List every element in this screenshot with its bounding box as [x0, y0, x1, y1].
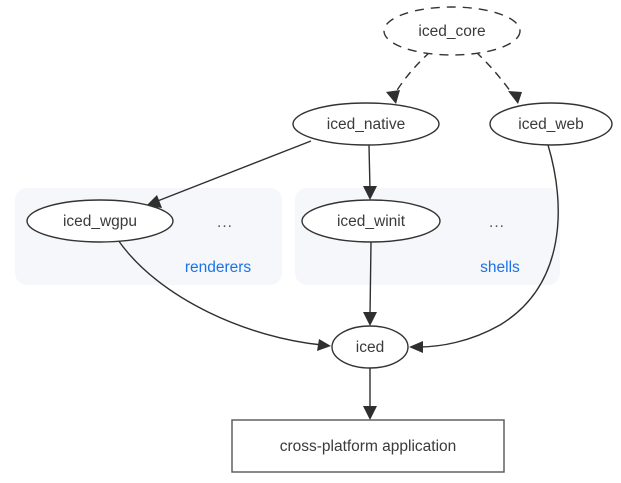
cluster-renderers-ellipsis: ...	[217, 214, 233, 231]
node-iced-native[interactable]: iced_native	[292, 102, 440, 146]
node-iced-web[interactable]: iced_web	[489, 102, 613, 146]
edge-iced-native-to-iced-wgpu-line	[154, 140, 312, 203]
edge-iced-core-to-iced-native-line	[393, 51, 431, 96]
edge-iced-web-to-iced-line	[417, 144, 559, 348]
node-iced-winit-shape[interactable]	[301, 199, 441, 243]
edge-iced-native-to-iced-winit-line	[368, 144, 371, 191]
node-iced-winit-label: iced_winit	[337, 213, 406, 230]
edge-iced-core-to-iced-web-arrowhead	[508, 91, 522, 104]
edge-iced-web-to-iced	[409, 144, 559, 353]
node-iced-shape[interactable]	[331, 325, 409, 369]
edge-iced-core-to-iced-native	[386, 51, 431, 104]
node-iced-native-label: iced_native	[327, 116, 405, 133]
edge-iced-wgpu-to-iced-arrowhead	[317, 339, 331, 351]
node-iced-winit[interactable]: iced_winit	[301, 199, 441, 243]
node-iced-web-shape[interactable]	[489, 102, 613, 146]
edge-iced-native-to-iced-winit-arrowhead	[363, 186, 377, 200]
node-iced-core-shape[interactable]	[383, 6, 521, 56]
edge-iced-core-to-iced-web	[475, 51, 522, 104]
node-iced-web-label: iced_web	[518, 116, 584, 133]
cluster-shells-label: shells	[480, 259, 520, 276]
edge-iced-core-to-iced-web-line	[475, 51, 514, 96]
edge-iced-wgpu-to-iced-line	[117, 239, 323, 346]
edge-iced-core-to-iced-native-arrowhead	[386, 90, 400, 104]
node-iced-wgpu-shape[interactable]	[26, 199, 174, 243]
node-cross-platform-application[interactable]: cross-platform application	[231, 419, 505, 473]
cluster-shells-ellipsis: ...	[489, 214, 505, 231]
edge-iced-native-to-iced-wgpu	[146, 140, 312, 208]
node-iced-native-shape[interactable]	[292, 102, 440, 146]
edge-iced-native-to-iced-winit	[363, 144, 377, 200]
edge-iced-native-to-iced-wgpu-arrowhead	[146, 195, 162, 208]
node-cross-platform-application-label: cross-platform application	[280, 438, 457, 455]
edge-iced-winit-to-iced	[363, 241, 377, 326]
node-iced-core[interactable]: iced_core	[383, 6, 521, 56]
edge-iced-to-app-arrowhead	[363, 406, 377, 420]
edge-iced-to-app	[363, 368, 377, 420]
edge-iced-winit-to-iced-arrowhead	[363, 312, 377, 326]
node-cross-platform-application-shape[interactable]	[231, 419, 505, 473]
edge-iced-winit-to-iced-line	[369, 241, 372, 317]
node-iced-wgpu[interactable]: iced_wgpu	[26, 199, 174, 243]
edge-iced-web-to-iced-arrowhead	[409, 341, 423, 353]
node-iced-wgpu-label: iced_wgpu	[63, 213, 137, 230]
edge-iced-wgpu-to-iced	[117, 239, 331, 351]
cluster-renderers-label: renderers	[185, 259, 252, 276]
node-iced[interactable]: iced	[331, 325, 409, 369]
node-iced-label: iced	[356, 339, 384, 356]
node-iced-core-label: iced_core	[418, 23, 485, 40]
